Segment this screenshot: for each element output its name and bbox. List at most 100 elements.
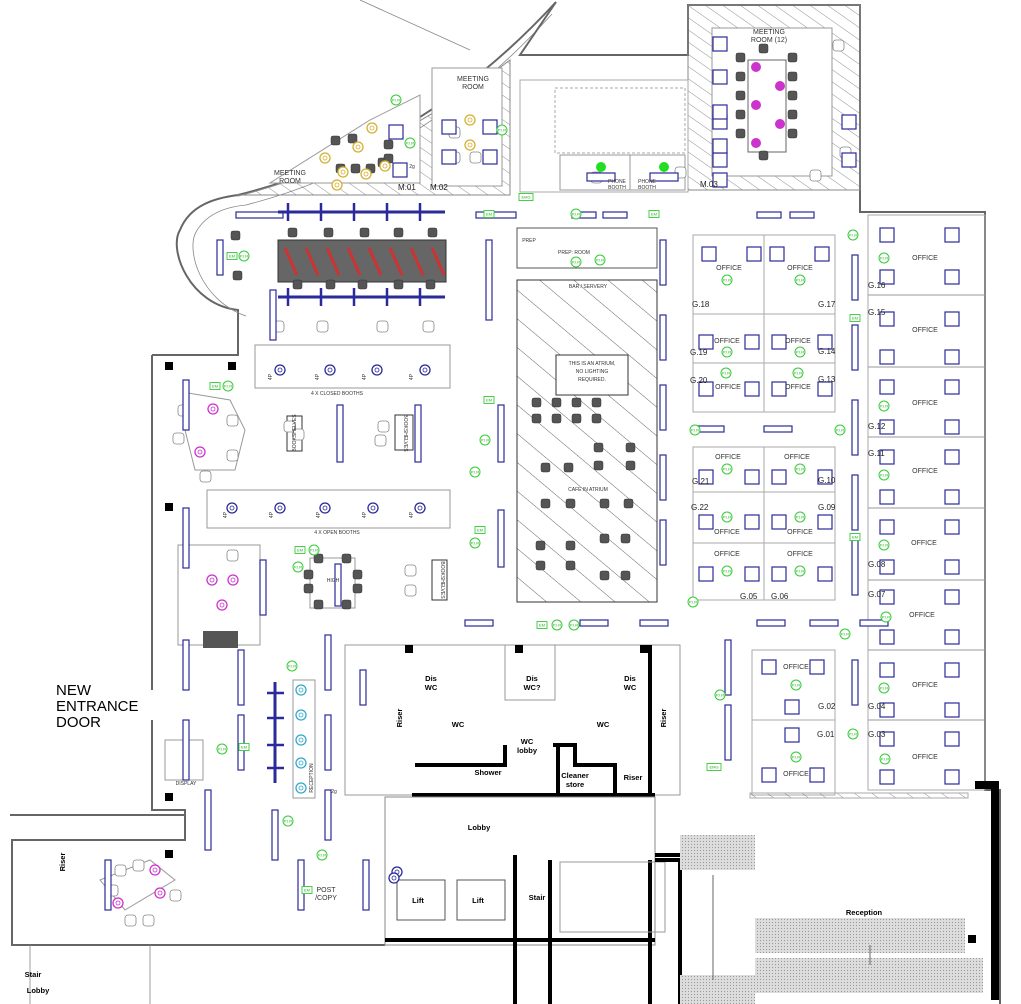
downlight [944,489,960,505]
office-label: OFFICE [912,327,938,334]
downlight [879,349,895,365]
meeting-light-icon [366,122,378,134]
emergency-light-box [209,382,221,390]
downlight [712,152,728,168]
emergency-light-label: EM [539,623,545,628]
dis-wc-label: Dis [425,674,437,683]
booth-light-icon [274,502,286,514]
reception-light-icon [295,709,307,721]
booth-capacity: 4P [316,511,322,518]
downlight [712,69,728,85]
reception-light-icon-inner [298,785,304,791]
booth-light-icon-inner [417,505,423,511]
pir-sensor-label: P.I.R [841,632,849,637]
pir-sensor-label: P.I.R [723,467,731,472]
pir-sensor-icon: P.I.R [316,849,328,861]
pendant-light-icon [775,81,785,91]
pendant-light-icon [112,897,124,909]
pir-sensor-ring [216,743,228,755]
chair [593,460,604,471]
emergency-light-box [238,743,250,751]
pir-sensor-icon: P.I.R [847,229,859,241]
cleaner-store-label: store [566,780,584,789]
downlight [769,246,785,262]
pir-sensor-label: P.I.R [796,569,804,574]
pir-sensor-icon: P.I.R [721,463,733,475]
dis-wc-label: WC [624,683,637,692]
armchair [374,434,387,447]
lift-label: Lift [472,896,484,905]
office-label: OFFICE [912,754,938,761]
pir-sensor-label: P.I.R [553,623,561,628]
office-tag: G.05 [740,592,758,601]
office-label: OFFICE [715,384,741,391]
light-fitting [182,379,190,431]
chair [735,52,746,63]
emergency-light-label: EMG [709,765,718,770]
pir-sensor-ring [689,424,701,436]
pir-sensor-icon: P.I.R [216,743,228,755]
chair [540,462,551,473]
downlight [841,114,857,130]
pir-sensor-label: P.I.R [881,757,889,762]
core [165,362,999,1004]
chair [591,413,602,424]
armchair [377,420,390,433]
downlight [698,381,714,397]
emergency-light-box [648,210,660,218]
light-fitting [182,639,190,691]
light-fitting [104,859,112,911]
pir-sensor-ring [469,537,481,549]
pir-sensor-label: P.I.R [880,256,888,261]
downlight [944,419,960,435]
pir-sensor-ring [847,728,859,740]
meeting-light-icon-inner [382,163,388,169]
downlight [698,566,714,582]
switch-label: 2g [409,164,415,170]
pir-sensor-label: P.I.R [218,747,226,752]
pir-sensor-ring [790,751,802,763]
chair [383,139,394,150]
pir-sensor-label: P.I.R [318,853,326,858]
pendant-light-icon [149,864,161,876]
light-fitting [324,789,332,841]
desk-divider [346,247,362,276]
office-label: OFFICE [785,338,811,345]
armchair [292,428,305,441]
office-tag: G.19 [690,348,708,357]
booth-light-icon [274,364,286,376]
entrance-label: NEW [56,682,92,699]
light-fitting [851,539,859,596]
pir-sensor-label: P.I.R [792,683,800,688]
chair [735,109,746,120]
dis-wc-label: Dis [526,674,538,683]
light-fitting [602,211,628,219]
armchair [124,914,137,927]
armchair [226,549,239,562]
armchair [422,320,435,333]
chair [787,52,798,63]
pir-sensor-icon: P.I.R [286,660,298,672]
downlight [879,269,895,285]
light-fitting [324,714,332,771]
pir-sensor-icon: P.I.R [721,274,733,286]
chair [341,553,352,564]
lift-label: Lift [412,896,424,905]
pir-sensor-label: P.I.R [572,212,580,217]
office-label: OFFICE [715,454,741,461]
phone-booth-light-icon [596,162,606,172]
booth-light-icon-inner [229,505,235,511]
downlight [817,566,833,582]
office-label: OFFICE [911,540,937,547]
bookshelves-label: BOOKSHELVES [439,561,445,599]
light-fitting [271,809,279,861]
desk-bench [277,239,447,283]
lobby-label: Lobby [27,986,50,995]
pir-sensor-ring [286,660,298,672]
booth-light-icon [226,502,238,514]
pir-sensor-icon: P.I.R [834,424,846,436]
downlight [712,172,728,188]
meeting-light-icon-inner [369,125,375,131]
downlight [809,659,825,675]
armchair [169,889,182,902]
